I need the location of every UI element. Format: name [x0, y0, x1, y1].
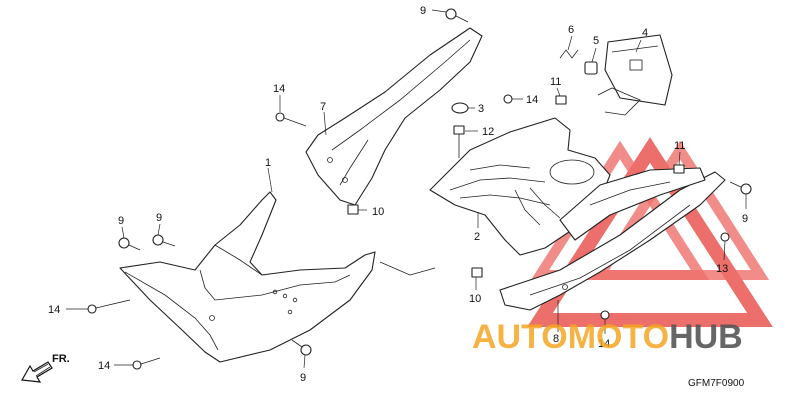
callout-14-bottom: 14	[98, 360, 110, 372]
part-11-nut-left-icon	[555, 95, 567, 105]
callout-7: 7	[320, 101, 326, 113]
part-9-bolt-right-icon	[729, 181, 752, 195]
part-12-bolt-icon	[453, 125, 465, 158]
callout-14-right: 14	[598, 338, 610, 350]
part-1-body-cover	[119, 191, 376, 363]
part-11-nut-right-icon	[673, 164, 685, 174]
part-14-screw-left-icon	[87, 299, 131, 314]
callout-2: 2	[474, 231, 480, 243]
svg-text:AUTOMOTOHUB: AUTOMOTOHUB	[472, 318, 743, 356]
part-7-side-cover	[305, 27, 483, 206]
leader-lines	[66, 9, 747, 369]
direction-arrow-icon	[21, 361, 53, 383]
part-10-nut-lower-icon	[471, 267, 483, 278]
part-4-cover-bracket	[597, 34, 673, 116]
part-14-screw-bottom-icon	[132, 357, 161, 370]
callout-13: 13	[716, 263, 728, 275]
part-9-bolt-top-icon	[445, 8, 469, 23]
callout-1: 1	[265, 157, 271, 169]
watermark-text-part1: AUTOMOTO	[472, 318, 669, 356]
part-9-bolt-left-b-icon	[152, 234, 176, 247]
part-13-clip-icon	[720, 232, 730, 242]
callout-12: 12	[482, 126, 494, 138]
callout-11-left: 11	[550, 76, 561, 88]
callout-11-right: 11	[674, 140, 685, 152]
callout-9-left-b: 9	[156, 212, 162, 224]
front-direction-indicator: FR.	[21, 353, 70, 383]
callout-labels: 1 2 3 4 5 6 7 8 9 9 9 9 9 10 10 11 11 12…	[48, 5, 748, 384]
watermark-text-part2: HUB	[669, 318, 743, 356]
callout-5: 5	[593, 35, 599, 47]
part-9-bolt-bottom-icon	[291, 339, 312, 356]
callout-6: 6	[568, 24, 574, 36]
callout-14-left: 14	[48, 304, 60, 316]
watermark-text: AUTOMOTOHUB	[472, 318, 743, 356]
part-5-clip-icon	[584, 61, 598, 75]
part-14-screw-top-icon	[275, 112, 307, 127]
part-9-bolt-left-a-icon	[118, 237, 141, 251]
part-8-side-skirt	[499, 167, 726, 311]
callout-9-right: 9	[742, 213, 748, 225]
callout-14-top: 14	[273, 83, 285, 95]
callout-9-left-a: 9	[118, 215, 124, 227]
callout-10-lower: 10	[469, 293, 481, 305]
diagram-code: GFM7F0900	[688, 378, 745, 389]
direction-label: FR.	[52, 353, 70, 365]
callout-3: 3	[478, 103, 484, 115]
callout-14-center: 14	[526, 94, 538, 106]
part-6-spring-icon	[559, 49, 579, 59]
callout-4: 4	[642, 27, 648, 39]
part-3-cap-icon	[451, 102, 469, 114]
callout-10-center: 10	[372, 206, 384, 218]
callout-9-top: 9	[420, 5, 426, 17]
part-14-screw-center-icon	[503, 94, 513, 104]
callout-8: 8	[553, 333, 559, 345]
callout-9-bottom: 9	[300, 372, 306, 384]
part-10-nut-center-icon	[347, 204, 359, 215]
